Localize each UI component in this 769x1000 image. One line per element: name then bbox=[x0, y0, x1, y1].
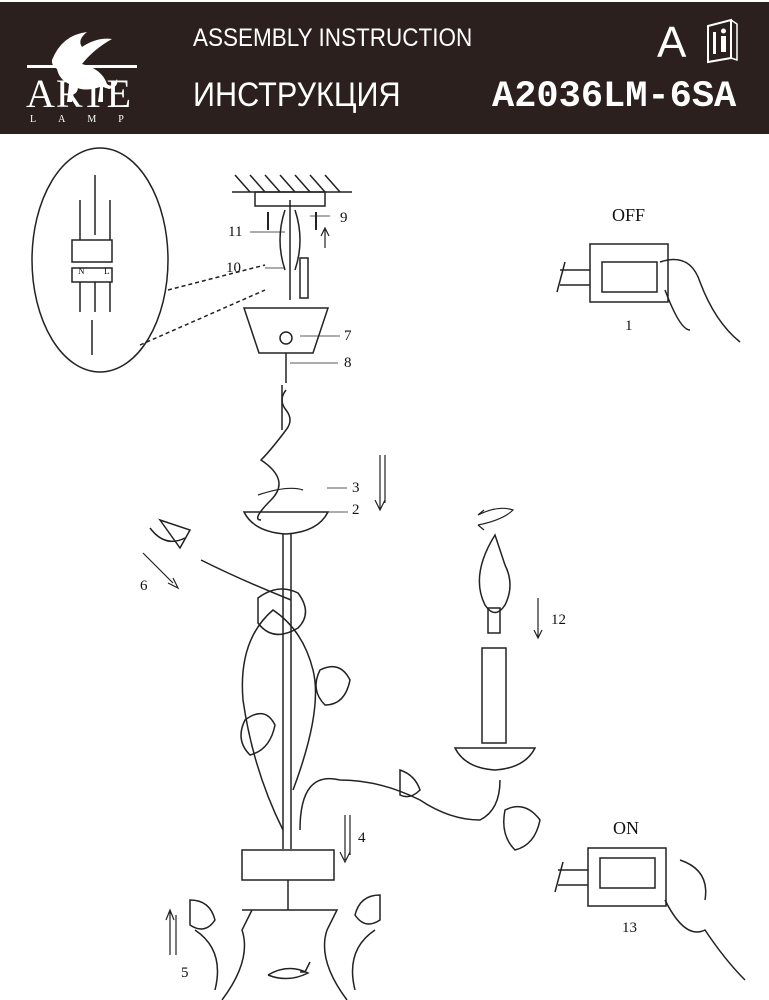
live-terminal-label: L bbox=[104, 266, 110, 276]
wiring-detail-circle bbox=[31, 147, 266, 373]
step-3-label: 3 bbox=[352, 480, 360, 496]
switch-off-drawing bbox=[556, 243, 741, 343]
canopy bbox=[242, 307, 330, 430]
upper-cup bbox=[242, 511, 330, 535]
step-13-label: 13 bbox=[622, 920, 637, 936]
arms bbox=[149, 518, 541, 851]
step-1-label: 1 bbox=[625, 318, 633, 334]
header-banner: ARTE LAMP ASSEMBLY INSTRUCTION ИНСТРУКЦИ… bbox=[0, 2, 769, 134]
assembly-diagram bbox=[31, 147, 746, 1000]
stem bbox=[282, 534, 292, 849]
step-10-label: 10 bbox=[226, 260, 241, 276]
step-4-label: 4 bbox=[358, 830, 366, 846]
chain bbox=[256, 389, 291, 521]
switch-off-label: OFF bbox=[612, 205, 646, 225]
candle-and-bulb bbox=[453, 533, 537, 771]
leader-lines bbox=[250, 215, 348, 513]
bottom-assembly bbox=[189, 849, 381, 1000]
brand-name: ARTE bbox=[26, 71, 133, 116]
neutral-terminal-label: N bbox=[78, 266, 85, 276]
language-letter: A bbox=[657, 18, 687, 67]
griffin-logo-icon bbox=[27, 32, 137, 102]
title-russian: ИНСТРУКЦИЯ bbox=[193, 76, 401, 114]
switch-on-drawing bbox=[554, 847, 746, 981]
title-english: ASSEMBLY INSTRUCTION bbox=[193, 24, 473, 52]
manual-book-icon bbox=[707, 18, 738, 64]
switch-on-label: ON bbox=[613, 818, 639, 838]
direction-arrows bbox=[142, 226, 543, 955]
step-5-label: 5 bbox=[181, 965, 189, 981]
ceiling-mount bbox=[232, 174, 352, 300]
step-12-label: 12 bbox=[551, 612, 566, 628]
step-7-label: 7 bbox=[344, 328, 352, 344]
step-6-label: 6 bbox=[140, 578, 148, 594]
step-9-label: 9 bbox=[340, 210, 348, 226]
step-8-label: 8 bbox=[344, 355, 352, 371]
brand-subtitle: LAMP bbox=[30, 114, 146, 125]
step-2-label: 2 bbox=[352, 502, 360, 518]
model-number: A2036LM-6SA bbox=[492, 76, 737, 118]
step-11-label: 11 bbox=[228, 224, 243, 240]
